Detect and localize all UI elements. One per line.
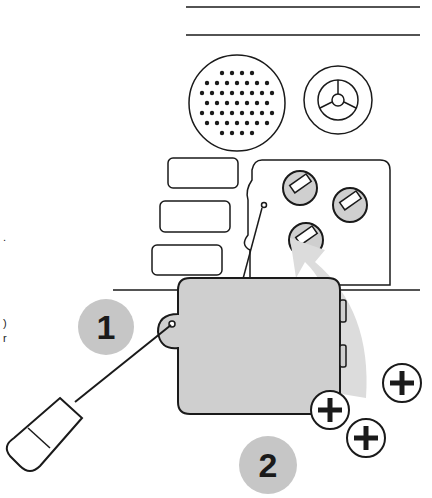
callout-number: 2	[259, 448, 278, 482]
callout-circle: 2	[239, 436, 297, 494]
text-fragment: .	[3, 232, 6, 243]
callout-circle: 1	[78, 299, 134, 355]
text-fragment: r	[3, 333, 7, 344]
callout-number: 1	[97, 310, 116, 344]
text-fragment: )	[3, 318, 7, 329]
